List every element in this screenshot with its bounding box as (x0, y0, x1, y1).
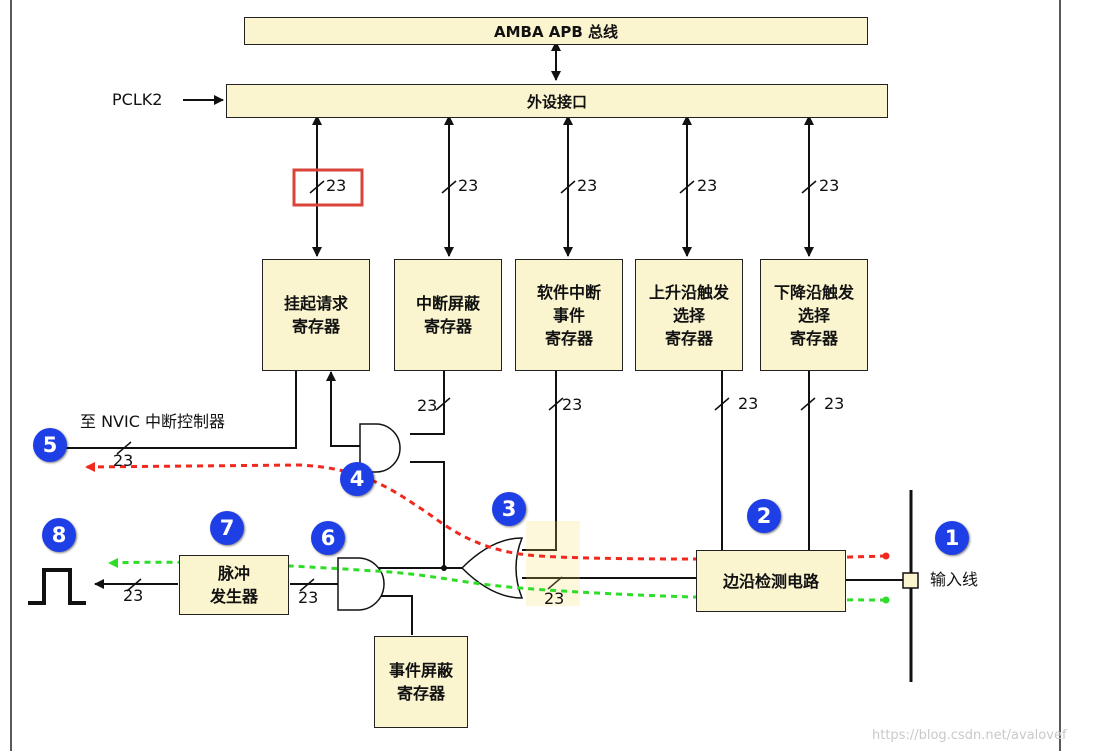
falling-trigger-register: 下降沿触发 选择 寄存器 (760, 259, 868, 371)
or-gate (460, 537, 524, 599)
software-interrupt-register: 软件中断 事件 寄存器 (515, 259, 623, 371)
pclk-label: PCLK2 (112, 90, 163, 109)
pulse-wave-icon (28, 568, 86, 605)
nvic-label: 至 NVIC 中断控制器 (80, 412, 225, 431)
softint-to-or (522, 370, 557, 551)
marker-2: 2 (747, 499, 781, 533)
marker-1: 1 (935, 521, 969, 555)
width-label: 23 (738, 394, 759, 413)
width-label: 23 (113, 451, 134, 470)
and1-input-b (410, 461, 445, 568)
highlight-box (292, 168, 364, 207)
pending-register: 挂起请求 寄存器 (262, 259, 370, 371)
width-label: 23 (577, 176, 598, 195)
interrupt-path-start (882, 552, 890, 560)
marker-5: 5 (33, 428, 67, 462)
interrupt-mask-register: 中断屏蔽 寄存器 (394, 259, 502, 371)
interrupt-path (84, 463, 887, 561)
width-label: 23 (562, 395, 583, 414)
input-pin (902, 572, 919, 589)
interrupt-path-arrow (85, 462, 95, 472)
intmask-to-and1 (410, 370, 445, 435)
eventmask-to-and2 (374, 595, 413, 635)
width-label: 23 (123, 586, 144, 605)
width-label: 23 (326, 176, 347, 195)
event-path-arrow (108, 558, 118, 568)
marker-3: 3 (492, 492, 526, 526)
width-label: 23 (458, 176, 479, 195)
input-line-label: 输入线 (930, 570, 979, 589)
width-label: 23 (544, 589, 565, 608)
width-label: 23 (417, 396, 438, 415)
nvic-output (49, 370, 297, 453)
pulse-generator: 脉冲 发生器 (179, 555, 289, 615)
amba-apb-bus: AMBA APB 总线 (244, 17, 868, 45)
marker-6: 6 (311, 521, 345, 555)
edge-detect-circuit: 边沿检测电路 (696, 550, 846, 612)
marker-7: 7 (210, 511, 244, 545)
peripheral-interface: 外设接口 (226, 84, 888, 118)
watermark: https://blog.csdn.net/avalovef (872, 728, 1067, 743)
and-gate-interrupt (359, 423, 401, 473)
width-label: 23 (697, 176, 718, 195)
event-path-start (882, 596, 890, 604)
rising-trigger-register: 上升沿触发 选择 寄存器 (635, 259, 743, 371)
width-label: 23 (298, 588, 319, 607)
and-gate-event (337, 557, 385, 611)
width-label: 23 (824, 394, 845, 413)
marker-8: 8 (42, 518, 76, 552)
event-mask-register: 事件屏蔽 寄存器 (374, 636, 468, 728)
width-label: 23 (819, 176, 840, 195)
marker-4: 4 (340, 462, 374, 496)
